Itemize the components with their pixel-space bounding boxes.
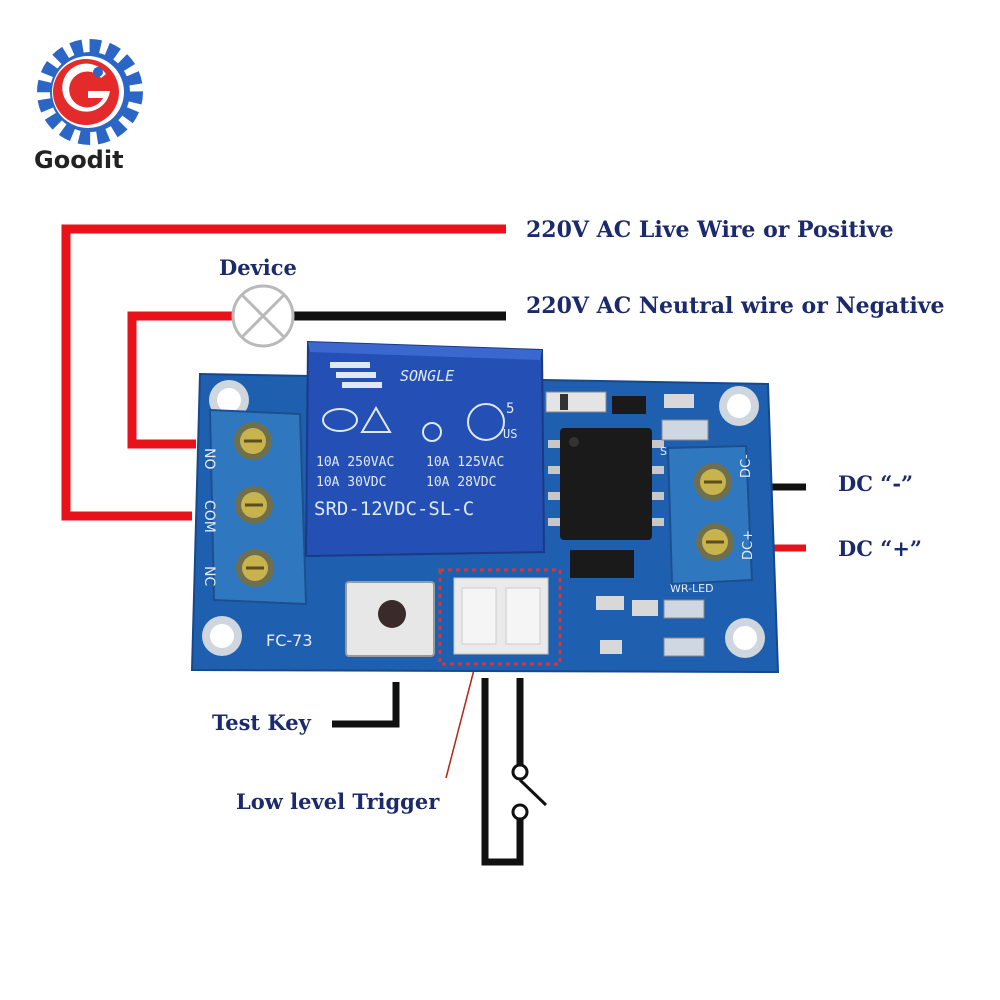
relay: SONGLE 5 US 10A 250VAC 10A 125VAC 10A 30…: [304, 340, 546, 558]
relay-rating-2: 10A 30VDC: [316, 475, 386, 490]
test-key-button: [345, 581, 435, 657]
relay-maker: SONGLE: [400, 367, 454, 385]
gear-icon: [37, 39, 143, 145]
goodit-logo: Goodit: [34, 39, 143, 174]
switch-symbol: [511, 763, 548, 821]
device-label: Device: [219, 255, 297, 280]
relay-rating-4: 10A 28VDC: [426, 475, 496, 490]
device-to-no-wire: [127, 311, 232, 449]
test-key-label: Test Key: [212, 710, 312, 735]
mounting-holes: [202, 380, 765, 658]
terminal-label-no: NO: [201, 448, 217, 470]
lamp-icon: [231, 284, 295, 348]
certification-icons: [322, 403, 505, 442]
relay-module-board: NO COM NC SONGLE 5 US 10A 250VAC 10A 125…: [190, 340, 780, 674]
board-model-label: FC-73: [266, 631, 313, 650]
relay-cert-number: 5: [506, 401, 514, 417]
trigger-connector: [438, 568, 562, 666]
ic-chip: [548, 428, 664, 540]
relay-rating-1: 10A 250VAC: [316, 455, 394, 470]
songle-logo-icon: [330, 362, 382, 388]
live-wire: [61, 224, 506, 521]
relay-rating-3: 10A 125VAC: [426, 455, 504, 470]
terminal-label-com: COM: [201, 500, 217, 533]
relay-cert-suffix: US: [503, 427, 517, 441]
relay-model: SRD-12VDC-SL-C: [314, 498, 474, 520]
power-label-dc-minus: DC-: [739, 454, 754, 478]
live-wire-label: 220V AC Live Wire or Positive: [526, 217, 894, 243]
dc-plus-label: DC “+”: [838, 536, 922, 561]
smd-components: [545, 391, 709, 657]
output-terminal-block: [208, 408, 308, 606]
terminal-label-nc: NC: [201, 566, 217, 586]
low-level-trigger-label: Low level Trigger: [236, 789, 440, 814]
trigger-switch-wire: [481, 678, 524, 866]
neutral-wire-label: 220V AC Neutral wire or Negative: [526, 293, 945, 319]
wiring: [61, 224, 806, 866]
dc-minus-label: DC “-”: [838, 471, 913, 496]
trigger-pointer-line: [445, 661, 477, 779]
led-label: WR-LED: [670, 582, 714, 595]
test-key-wire: [332, 682, 400, 728]
power-label-dc-plus: DC+: [741, 530, 756, 560]
brand-name: Goodit: [34, 146, 124, 174]
power-terminal-block: [666, 444, 754, 586]
